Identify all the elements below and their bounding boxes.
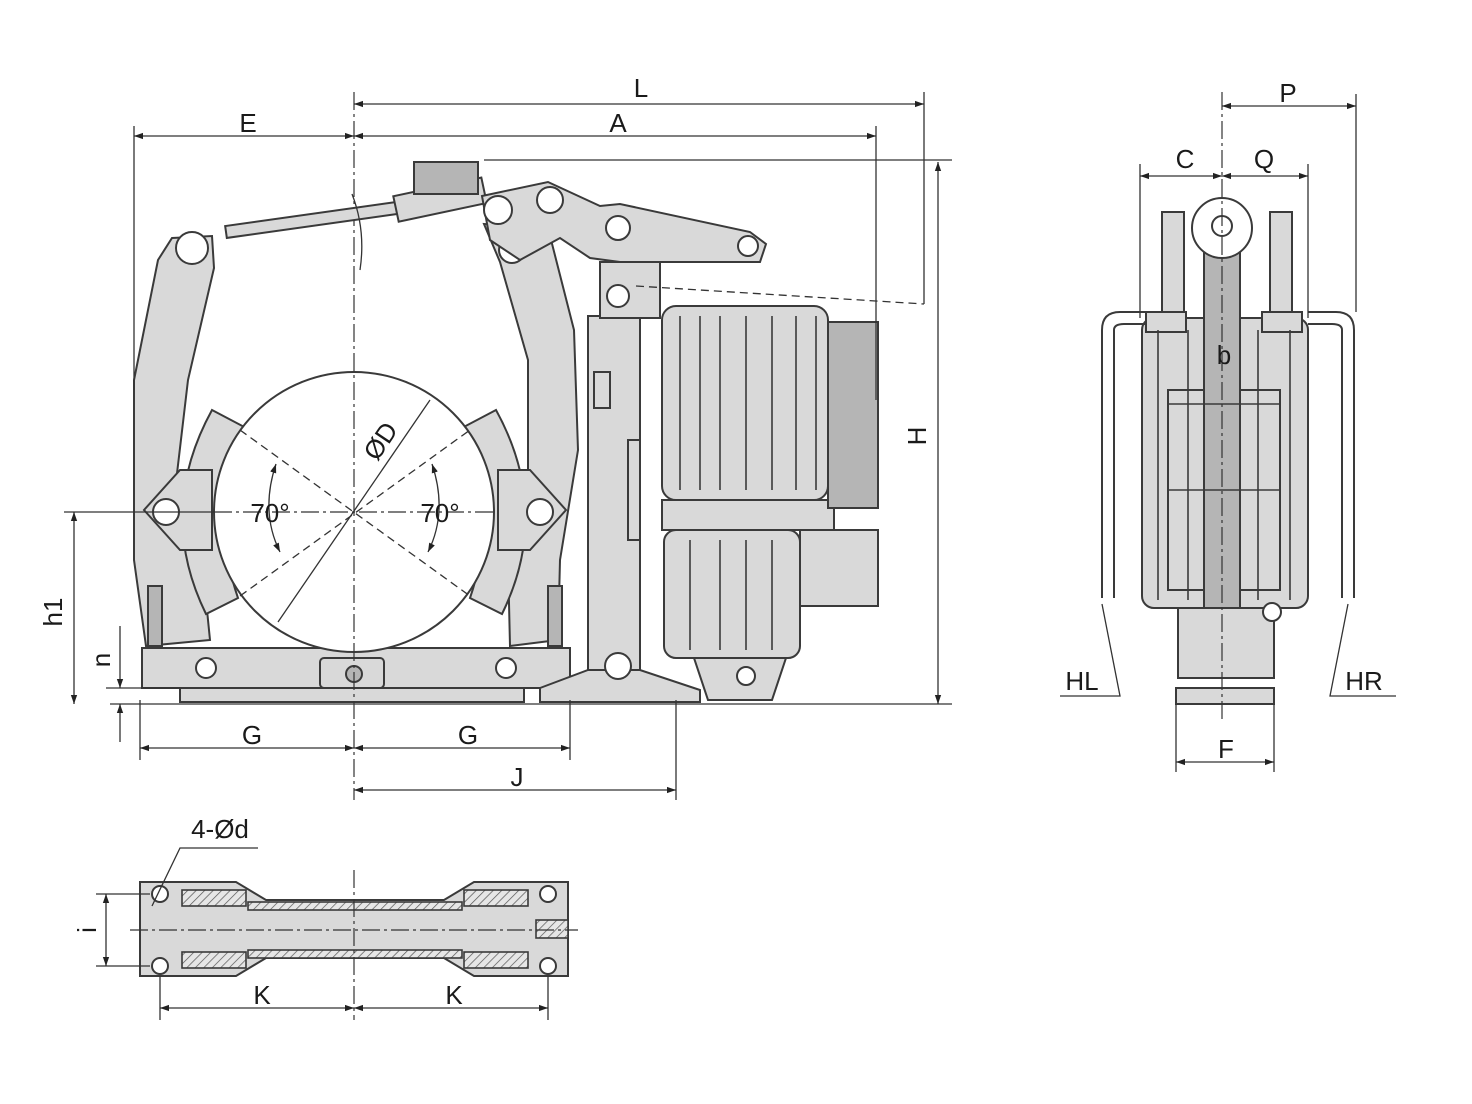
lever-hole-2 <box>605 215 631 241</box>
label-C: C <box>1176 144 1195 174</box>
label-Q: Q <box>1254 144 1274 174</box>
lever-pivot <box>483 195 513 225</box>
side-nut-right <box>1261 311 1303 333</box>
tie-rod <box>224 199 407 240</box>
side-lower-hole <box>1262 602 1282 622</box>
rod-slot <box>593 371 611 409</box>
hatch-slot-br <box>463 951 529 969</box>
hand-release-right <box>1308 311 1355 598</box>
spring-clip <box>351 193 363 271</box>
label-G-left: G <box>242 720 262 750</box>
thruster-upper <box>661 305 829 501</box>
mount-hole-tr <box>539 885 557 903</box>
column-pin <box>604 652 632 680</box>
label-L: L <box>634 73 648 103</box>
hatch-slot-tr <box>463 889 529 907</box>
hand-release-left-inner <box>1113 323 1146 598</box>
diameter-line <box>277 399 431 623</box>
mount-hole-br <box>539 957 557 975</box>
right-arm <box>482 222 580 648</box>
side-bracket-right <box>1269 211 1293 323</box>
rod-slot-2 <box>627 439 641 541</box>
base-hole-right <box>495 657 517 679</box>
lever-end-hole <box>737 235 759 257</box>
thruster-base <box>539 669 701 703</box>
bolt-left <box>147 585 163 647</box>
side-view: b <box>1101 92 1355 720</box>
rod-head <box>599 261 661 319</box>
base-plan-view: 4-Ød i K K <box>72 814 578 1020</box>
label-n: n <box>86 653 116 667</box>
label-h1: h1 <box>38 598 68 627</box>
left-arm-pivot <box>175 231 209 265</box>
drum-diag-2 <box>239 429 471 597</box>
angle-arc-left <box>268 463 281 553</box>
push-rod-column <box>587 315 641 677</box>
thruster-lower <box>663 529 801 659</box>
base-foot <box>179 687 525 703</box>
lever-height-line <box>635 285 925 305</box>
leader-HL <box>1060 603 1121 697</box>
hatch-slot-bl <box>181 951 247 969</box>
thruster-flange <box>661 499 835 531</box>
side-bracket-left <box>1161 211 1185 323</box>
label-HR: HR <box>1345 666 1383 696</box>
leader-HR <box>1329 603 1396 697</box>
label-E: E <box>239 108 256 138</box>
side-foot <box>1175 687 1275 705</box>
label-F: F <box>1218 734 1234 764</box>
label-HL: HL <box>1065 666 1098 696</box>
label-G-right: G <box>458 720 478 750</box>
hand-release-right-inner <box>1308 323 1343 598</box>
label-P: P <box>1279 78 1296 108</box>
angle-arc-right <box>427 463 440 553</box>
label-b: b <box>1217 340 1231 370</box>
label-A: A <box>609 108 627 138</box>
label-angle-left: 70° <box>250 498 289 528</box>
label-K-right: K <box>445 980 463 1010</box>
cooling-fins <box>679 316 817 650</box>
label-K-left: K <box>253 980 271 1010</box>
base-hole-left <box>195 657 217 679</box>
hatch-slot-right <box>535 919 569 939</box>
bolt-right <box>547 585 563 647</box>
hatch-rail-bottom <box>247 949 463 959</box>
side-nut-left <box>1145 311 1187 333</box>
side-fins <box>1157 330 1291 600</box>
front-view <box>110 92 952 800</box>
label-H: H <box>902 427 932 446</box>
side-lower <box>1177 607 1275 679</box>
label-J: J <box>511 762 524 792</box>
label-angle-right: 70° <box>420 498 459 528</box>
junction-box <box>827 321 879 509</box>
hatch-slot-tl <box>181 889 247 907</box>
side-dimensions: P C Q HL HR F <box>1060 78 1396 772</box>
mount-hole-bl <box>151 957 169 975</box>
drum-diag-1 <box>239 429 471 597</box>
right-shoe-pin <box>526 498 554 526</box>
lever-hole <box>536 186 564 214</box>
hatch-rail-top <box>247 901 463 911</box>
label-i: i <box>72 927 102 933</box>
thruster-foot-hole <box>736 666 756 686</box>
limit-switch <box>413 161 479 195</box>
label-holes: 4-Ød <box>191 814 249 844</box>
motor-side <box>799 529 879 607</box>
hand-release-left <box>1101 311 1146 598</box>
rod-head-hole <box>606 284 630 308</box>
leader-holes <box>151 847 258 907</box>
